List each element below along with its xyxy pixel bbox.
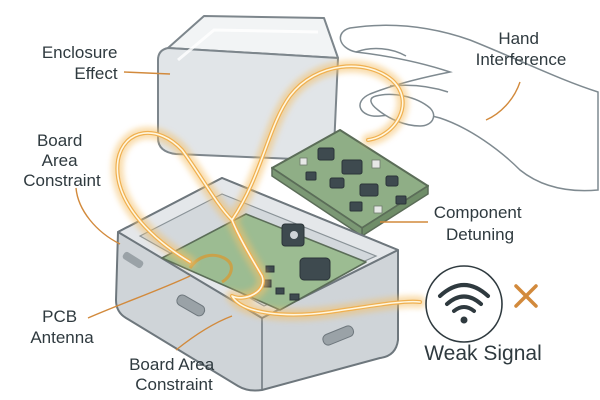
enclosure-lid <box>157 15 339 161</box>
leader-board-area-bottom <box>175 315 233 351</box>
label-pcb-antenna: PCB Antenna <box>30 307 94 347</box>
label-weak-signal: Weak Signal <box>424 342 542 365</box>
leader-lines <box>75 71 521 351</box>
component-board <box>271 129 429 238</box>
cross-mark-icon <box>514 284 538 308</box>
leader-enclosure-effect <box>123 71 171 75</box>
leader-board-area-top <box>75 187 121 245</box>
label-enclosure-effect: Enclosure Effect <box>42 43 122 83</box>
label-component-detuning: Component Detuning <box>434 203 527 244</box>
label-hand-interference: Hand Interference <box>476 29 567 69</box>
label-board-area-constraint-bottom: Board Area Constraint <box>129 355 219 394</box>
leader-hand-interference <box>485 81 521 121</box>
main-pcb <box>161 213 367 311</box>
wifi-signal-icon <box>425 265 503 343</box>
leader-pcb-antenna <box>87 275 191 319</box>
label-board-area-constraint-top: Board Area Constraint <box>23 131 101 190</box>
